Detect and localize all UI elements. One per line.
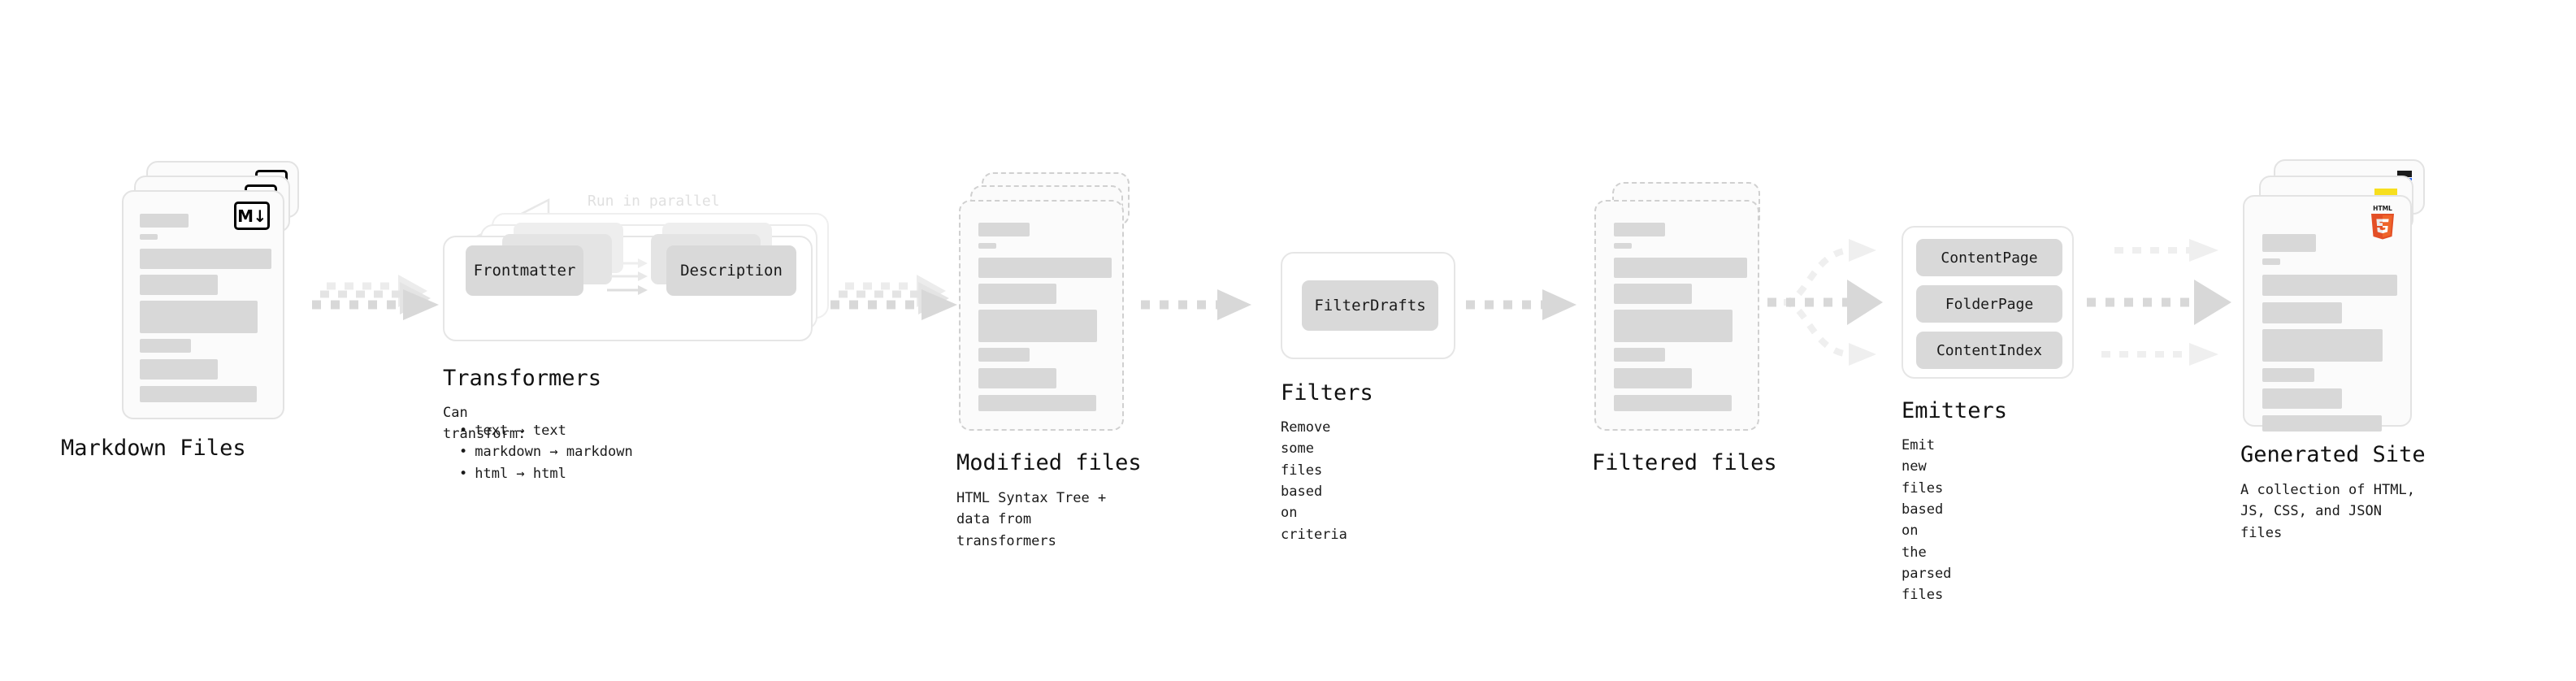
skeleton-line	[1614, 243, 1632, 249]
connector-modified-to-filters	[1138, 283, 1268, 332]
stage-title-markdown-files: Markdown Files	[61, 436, 246, 461]
connector-transformers-to-modified	[827, 268, 974, 333]
filtered-card-front	[1594, 200, 1759, 431]
html5-badge: HTML	[2371, 205, 2394, 240]
connector-filters-to-filtered	[1463, 283, 1593, 332]
stage-title-emitters: Emitters	[1902, 398, 2008, 423]
skeleton-line	[140, 301, 258, 333]
skeleton-line	[978, 395, 1096, 411]
skeleton-line	[978, 223, 1030, 236]
bullet-item: text → text	[448, 420, 633, 441]
transformer-pill-frontmatter[interactable]: Frontmatter	[466, 245, 583, 296]
skeleton-line	[140, 214, 189, 228]
markdown-card-front: M↓	[122, 190, 284, 419]
skeleton-line	[978, 258, 1112, 278]
modified-card-front	[959, 200, 1124, 431]
markdown-badge: M↓	[234, 202, 270, 230]
skeleton-line	[978, 348, 1030, 362]
skeleton-line	[140, 386, 257, 402]
skeleton-line	[2262, 258, 2280, 265]
stage-generated-site: HTML Generated Site A collection of HTML…	[2240, 159, 2430, 541]
stage-title-generated-site: Generated Site	[2240, 442, 2426, 467]
connector-filtered-to-emitters	[1767, 228, 1922, 378]
filtered-card-stack	[1594, 182, 1773, 442]
skeleton-line	[140, 234, 158, 240]
skeleton-line	[1614, 310, 1733, 342]
stage-title-transformers: Transformers	[443, 366, 602, 391]
stage-filtered-files: Filtered files	[1592, 182, 1777, 475]
emitter-pill-contentpage[interactable]: ContentPage	[1916, 239, 2062, 276]
stage-desc-generated-site: A collection of HTML, JS, CSS, and JSON …	[2240, 482, 2415, 541]
skeleton-line	[978, 243, 996, 249]
skeleton-line	[1614, 348, 1665, 362]
bullet-item: html → html	[448, 463, 633, 484]
svg-text:HTML: HTML	[2373, 205, 2392, 212]
skeleton-line	[2262, 302, 2342, 323]
stage-title-filters: Filters	[1281, 380, 1373, 406]
emitter-pill-folderpage[interactable]: FolderPage	[1916, 285, 2062, 323]
run-in-parallel-label: Run in parallel	[588, 193, 720, 210]
transformer-bullet-list: text → text markdown → markdown html → h…	[448, 420, 633, 484]
skeleton-line	[1614, 258, 1747, 278]
skeleton-line	[1614, 395, 1732, 411]
stage-title-modified-files: Modified files	[956, 450, 1142, 475]
skeleton-line	[2262, 415, 2382, 432]
stage-modified-files: Modified files HTML Syntax Tree + data f…	[956, 172, 1142, 549]
emitters-box: ContentPage FolderPage ContentIndex	[1902, 226, 2074, 379]
markdown-card-stack: M↓ M↓ M↓	[122, 161, 301, 421]
generated-card-front: HTML	[2243, 195, 2412, 432]
skeleton-line	[2262, 329, 2383, 362]
transformer-pill-description[interactable]: Description	[666, 245, 796, 296]
skeleton-line	[978, 368, 1056, 388]
skeleton-line	[140, 249, 271, 269]
skeleton-line	[140, 275, 218, 295]
skeleton-line	[2262, 388, 2342, 409]
bullet-list: text → text markdown → markdown html → h…	[448, 420, 633, 484]
modified-card-stack	[959, 172, 1138, 432]
skeleton-line	[2262, 368, 2314, 382]
skeleton-line	[1614, 284, 1692, 304]
generated-card-stack: HTML	[2243, 159, 2430, 432]
skeleton-line	[1614, 368, 1692, 388]
filter-pill-filterdrafts[interactable]: FilterDrafts	[1302, 280, 1438, 331]
connector-emitters-to-generated	[2080, 228, 2267, 378]
skeleton-line	[2262, 234, 2316, 252]
markdown-badge-label: M↓	[237, 206, 267, 226]
bullet-item: markdown → markdown	[448, 441, 632, 462]
stage-desc-filters: Remove some files based on criteria	[1281, 419, 1347, 543]
transformer-inner-arrows	[607, 258, 648, 295]
filters-box: FilterDrafts	[1281, 252, 1455, 359]
skeleton-line	[140, 339, 191, 353]
skeleton-line	[978, 310, 1097, 342]
skeleton-line	[1614, 223, 1665, 236]
stage-title-filtered-files: Filtered files	[1592, 450, 1777, 475]
stage-desc-emitters: Emit new files based on the parsed files	[1902, 437, 1952, 604]
stage-markdown-files: M↓ M↓ M↓ Markdown Files	[61, 161, 301, 461]
emitter-pill-contentindex[interactable]: ContentIndex	[1916, 332, 2062, 369]
skeleton-line	[140, 359, 218, 380]
skeleton-line	[978, 284, 1056, 304]
connector-markdown-to-transformers	[309, 268, 455, 333]
skeleton-line	[2262, 275, 2397, 296]
stage-desc-modified-files: HTML Syntax Tree + data from transformer…	[956, 490, 1107, 549]
